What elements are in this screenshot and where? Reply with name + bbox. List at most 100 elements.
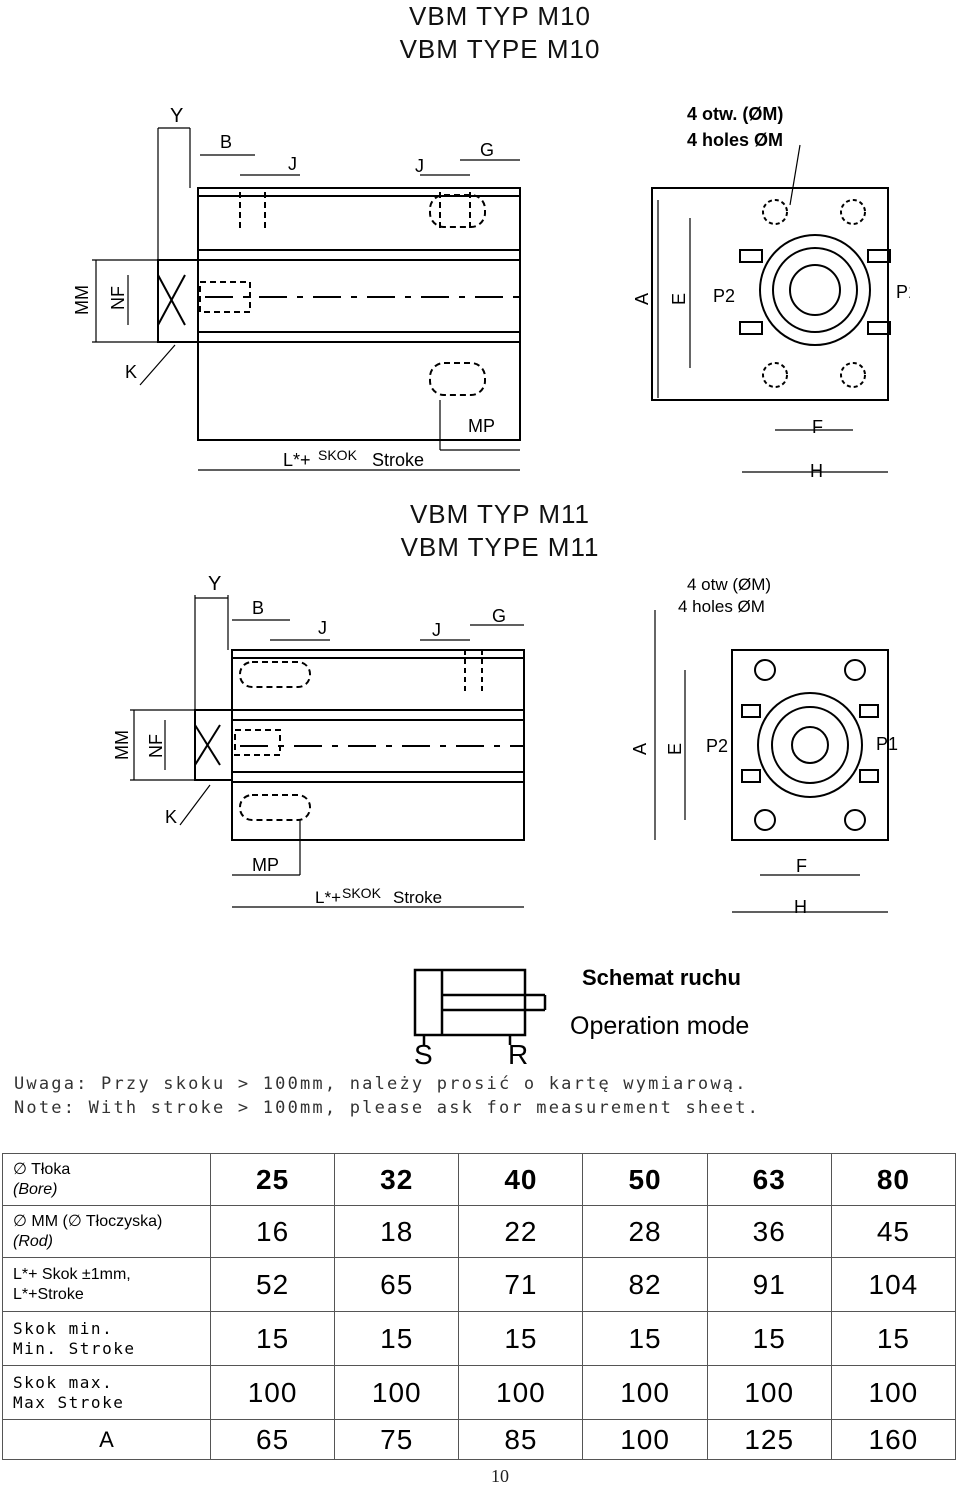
label-a: A [632, 293, 652, 305]
table-cell: 160 [830, 1419, 957, 1460]
page-number: 10 [491, 1466, 509, 1486]
table-cell: 32 [334, 1153, 460, 1206]
label-mp-m11: MP [252, 855, 279, 875]
table-cell: 22 [458, 1205, 584, 1258]
row-label-bore: ∅ Tłoka [13, 1160, 71, 1178]
row-sublabel-bore: (Bore) [13, 1180, 58, 1198]
table-cell: 45 [830, 1205, 957, 1258]
table-cell: 100 [582, 1365, 708, 1420]
table-cell: 65 [334, 1257, 460, 1312]
table-cell: 82 [582, 1257, 708, 1312]
table-cell: 15 [458, 1311, 584, 1366]
label-g: G [480, 140, 494, 160]
label-p1: P1 [896, 282, 910, 302]
m10-side-view-drawing: Y B J J G MM NF K MP L*+ SKOK Stroke [72, 105, 521, 471]
note-pl: Uwaga: Przy skoku > 100mm, należy prosić… [14, 1074, 748, 1094]
operation-title-en: Operation mode [570, 1012, 749, 1040]
label-k-m11: K [165, 807, 177, 827]
m10-front-view-drawing: 4 otw. (ØM) 4 holes ØM A E P2 P1 F H [632, 104, 910, 480]
table-cell: 15 [209, 1311, 336, 1366]
table-cell: 100 [706, 1365, 832, 1420]
label-b-m11: B [252, 598, 264, 618]
label-h: H [810, 461, 823, 480]
label-mm-m11: MM [112, 730, 132, 760]
table-row: A 65 75 85 100 125 160 [2, 1419, 957, 1460]
table-cell: 63 [706, 1153, 832, 1206]
label-k: K [125, 362, 137, 382]
table-cell: 40 [458, 1153, 584, 1206]
table-cell: 75 [334, 1419, 460, 1460]
label-j-left: J [288, 154, 297, 174]
label-y-m11: Y [208, 573, 221, 595]
label-nf: NF [108, 286, 128, 310]
label-l-m11: L*+ [315, 888, 341, 907]
table-row: ∅ Tłoka (Bore) 25 32 40 50 63 80 [2, 1153, 957, 1206]
label-p2: P2 [713, 286, 735, 306]
row-label-length: L*+ Skok ±1mm, [13, 1265, 131, 1283]
table-cell: 100 [334, 1365, 460, 1420]
m11-front-view-drawing: 4 otw (ØM) 4 holes ØM A E P2 P1 F H [630, 575, 898, 917]
row-label-a: A [2, 1419, 211, 1460]
table-cell: 104 [830, 1257, 957, 1312]
table-cell: 28 [582, 1205, 708, 1258]
label-s: S [414, 1039, 433, 1070]
table-row: Skok min.Min. Stroke 15 15 15 15 15 15 [2, 1311, 957, 1366]
table-cell: 100 [830, 1365, 957, 1420]
table-cell: 52 [209, 1257, 336, 1312]
label-stroke-m11: Stroke [393, 888, 442, 907]
note-en: Note: With stroke > 100mm, please ask fo… [14, 1098, 761, 1118]
label-b: B [220, 132, 232, 152]
label-skok-m11: SKOK [342, 885, 382, 901]
label-mm: MM [72, 285, 92, 315]
label-f-m11: F [796, 856, 807, 876]
row-label-min-stroke: Skok min. [13, 1318, 114, 1338]
label-g-m11: G [492, 606, 506, 626]
table-cell: 100 [582, 1419, 708, 1460]
table-cell: 100 [458, 1365, 584, 1420]
table-cell: 80 [830, 1153, 957, 1206]
label-nf-m11: NF [146, 734, 166, 758]
label-holes-en-m11: 4 holes ØM [678, 597, 765, 616]
table-cell: 85 [458, 1419, 584, 1460]
table-cell: 25 [209, 1153, 336, 1206]
table-cell: 50 [582, 1153, 708, 1206]
table-cell: 91 [706, 1257, 832, 1312]
table-row: Skok max.Max Stroke 100 100 100 100 100 … [2, 1365, 957, 1420]
label-e-m11: E [665, 743, 685, 755]
table-cell: 71 [458, 1257, 584, 1312]
title-m11-pl: VBM TYP M11 [409, 499, 591, 529]
m11-side-view-drawing: Y B J J G MM NF K MP L*+ SKOK Stroke [112, 573, 525, 908]
label-holes-pl: 4 otw. (ØM) [687, 104, 783, 124]
label-p2-m11: P2 [706, 736, 728, 756]
table-cell: 100 [209, 1365, 336, 1420]
label-holes-en: 4 holes ØM [687, 130, 783, 150]
label-p1-m11: P1 [876, 734, 898, 754]
table-cell: 125 [706, 1419, 832, 1460]
label-holes-pl-m11: 4 otw (ØM) [687, 575, 771, 594]
table-cell: 65 [209, 1419, 336, 1460]
label-f: F [812, 417, 823, 437]
label-stroke: Stroke [372, 450, 424, 470]
label-mp: MP [468, 416, 495, 436]
label-skok: SKOK [318, 447, 358, 463]
table-row: ∅ MM (∅ Tłoczyska)(Rod) 16 18 22 28 36 4… [2, 1205, 957, 1258]
row-sublabel-max-stroke: Max Stroke [13, 1392, 125, 1412]
table-cell: 15 [706, 1311, 832, 1366]
label-j-left-m11: J [318, 618, 327, 638]
label-j-right-m11: J [432, 620, 441, 640]
label-h-m11: H [794, 897, 807, 917]
operation-title-pl: Schemat ruchu [582, 965, 741, 990]
row-sublabel-min-stroke: Min. Stroke [13, 1338, 136, 1358]
table-cell: 36 [706, 1205, 832, 1258]
label-e: E [669, 293, 689, 305]
row-sublabel-rod: (Rod) [13, 1232, 54, 1250]
table-cell: 15 [830, 1311, 957, 1366]
table-cell: 15 [334, 1311, 460, 1366]
table-row: L*+ Skok ±1mm, L*+Stroke 52 65 71 82 91 1… [2, 1257, 957, 1312]
row-label-rod: ∅ MM (∅ Tłoczyska) [13, 1212, 163, 1230]
label-y: Y [170, 105, 183, 127]
row-label-max-stroke: Skok max. [13, 1372, 114, 1392]
title-m11-en: VBM TYPE M11 [400, 532, 600, 562]
row-sublabel-length: L*+Stroke [13, 1285, 84, 1303]
label-r: R [508, 1039, 528, 1070]
